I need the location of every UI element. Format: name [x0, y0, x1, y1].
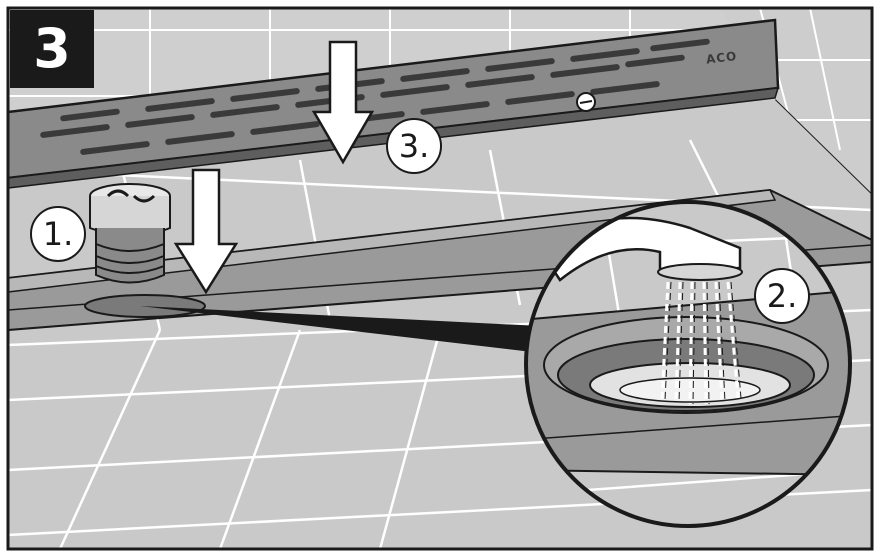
arrow-down-icon	[311, 40, 375, 165]
figure-frame	[6, 6, 874, 551]
drain-outlet	[84, 294, 206, 318]
callout-step-2: 2.	[754, 268, 810, 324]
odour-trap-insert	[89, 183, 171, 284]
grate-slots	[40, 38, 710, 155]
arrow-down-icon	[173, 168, 239, 295]
water-stream	[660, 281, 740, 405]
step-number-badge: 3	[10, 10, 94, 88]
callout-step-1: 1.	[30, 206, 86, 262]
callout-step-3: 3.	[386, 118, 442, 174]
magnifier-pointer	[140, 306, 540, 352]
grate-screw	[576, 92, 596, 112]
grate-logo: ACO	[705, 49, 738, 67]
magnifier-detail	[524, 200, 852, 528]
